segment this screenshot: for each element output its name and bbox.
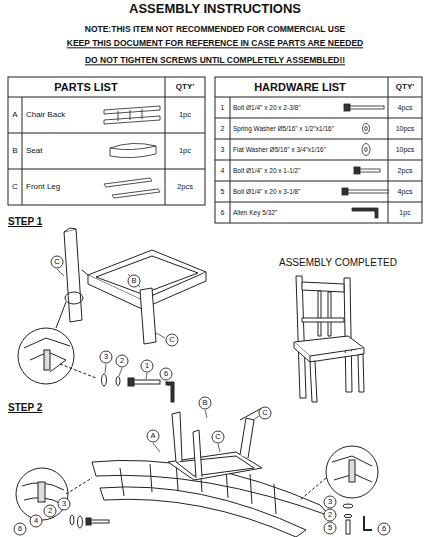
- table-cell: 4: [221, 167, 225, 175]
- table-cell: Allen Key 5/32": [233, 209, 339, 216]
- callout-number: 6: [382, 525, 386, 533]
- callout-circle: [100, 351, 112, 363]
- callout-number: C: [54, 258, 59, 266]
- callout-number: 6: [18, 525, 22, 533]
- section-heading: STEP 2: [8, 402, 42, 413]
- callout-circles: [14, 256, 390, 535]
- table-cell: HARDWARE LIST: [254, 81, 346, 93]
- callout-circle: [160, 368, 172, 380]
- table-cell: Bolt Ø1/4" x 20 x 3-1/8": [233, 188, 339, 195]
- table-cell: 1: [221, 104, 225, 112]
- callout-number: 5: [328, 524, 332, 532]
- callout-number: C: [262, 409, 267, 417]
- callout-number: 2: [48, 507, 52, 515]
- callout-number: 2: [328, 511, 332, 519]
- table-cell: 10pcs: [396, 125, 415, 133]
- table-cell: 2pcs: [177, 183, 193, 191]
- callout-circle: [212, 431, 224, 443]
- callout-circle: [30, 515, 42, 527]
- callout-number: C: [169, 336, 174, 344]
- callout-circle: [14, 523, 26, 535]
- callout-circle: [58, 498, 70, 510]
- table-cell: A: [12, 111, 17, 120]
- table-cell: 4pcs: [398, 188, 413, 196]
- step1-drawing: [18, 228, 206, 402]
- callout-number: 6: [164, 370, 168, 378]
- table-cell: 2: [221, 125, 225, 133]
- table-cell: 1pc: [399, 209, 410, 217]
- page-title: ASSEMBLY INSTRUCTIONS: [129, 2, 301, 16]
- callout-circle: [51, 256, 63, 268]
- warning-note: DO NOT TIGHTEN SCREWS UNTIL COMPLETELY A…: [85, 56, 345, 65]
- callout-number: 3: [104, 353, 108, 361]
- table-cell: Bolt Ø1/4" x 20 x 1-1/2": [233, 167, 339, 174]
- table-cell: Front Leg: [26, 183, 60, 192]
- callout-circle: [116, 355, 128, 367]
- assembled-chair: [294, 276, 364, 402]
- hardware-icons: [342, 104, 388, 218]
- table-cell: 10pcs: [396, 146, 415, 154]
- table-cell: Chair Back: [26, 111, 65, 120]
- table-cell: 2pcs: [398, 167, 413, 175]
- leader-lines: [57, 269, 259, 452]
- callout-number: 3: [328, 498, 332, 506]
- tables: [8, 77, 422, 223]
- table-cell: Spring Washer Ø5/16" x 1/2"x1/16": [233, 125, 339, 132]
- callout-circle: [259, 407, 271, 419]
- table-cell: PARTS LIST: [54, 81, 117, 93]
- warning-note: KEEP THIS DOCUMENT FOR REFERENCE IN CASE…: [67, 39, 363, 48]
- table-cell: Bolt Ø1/4" x 20 x 2-3/8": [233, 104, 339, 111]
- warning-note: NOTE:THIS ITEM NOT RECOMMENDED FOR COMME…: [85, 25, 346, 34]
- table-cell: 1pc: [179, 147, 191, 155]
- callout-circle: [324, 509, 336, 521]
- table-cell: 5: [221, 188, 225, 196]
- callout-number: B: [202, 399, 207, 407]
- callout-circle: [147, 430, 159, 442]
- callout-circle: [166, 334, 178, 346]
- table-cell: 6: [221, 209, 225, 217]
- callout-circle: [324, 496, 336, 508]
- table-cell: 1pc: [179, 111, 191, 119]
- callout-number: 1: [145, 362, 149, 370]
- table-cell: Seat: [26, 147, 42, 156]
- callout-circle: [199, 397, 211, 409]
- callout-number: B: [131, 277, 136, 285]
- table-cell: QTY': [176, 83, 194, 92]
- callout-circle: [128, 275, 140, 287]
- step2-drawing: [16, 408, 378, 537]
- table-cell: Flat Washer Ø5/16" x 3/4"x1/16": [233, 146, 339, 153]
- section-heading: STEP 1: [8, 216, 42, 227]
- callout-number: 4: [34, 517, 38, 525]
- section-heading: ASSEMBLY COMPLETED: [279, 257, 397, 268]
- callout-number: A: [150, 432, 155, 440]
- callout-number: 3: [62, 500, 66, 508]
- callout-circle: [378, 523, 390, 535]
- table-cell: C: [12, 183, 18, 192]
- table-cell: 3: [221, 146, 225, 154]
- callout-circle: [324, 522, 336, 534]
- part-icons: [104, 106, 160, 198]
- table-cell: B: [12, 147, 17, 156]
- callout-circle: [44, 505, 56, 517]
- callout-circle: [141, 360, 153, 372]
- callout-number: 2: [120, 357, 124, 365]
- table-cell: QTY': [396, 83, 414, 92]
- table-cell: 4pcs: [398, 104, 413, 112]
- callout-number: C: [215, 433, 220, 441]
